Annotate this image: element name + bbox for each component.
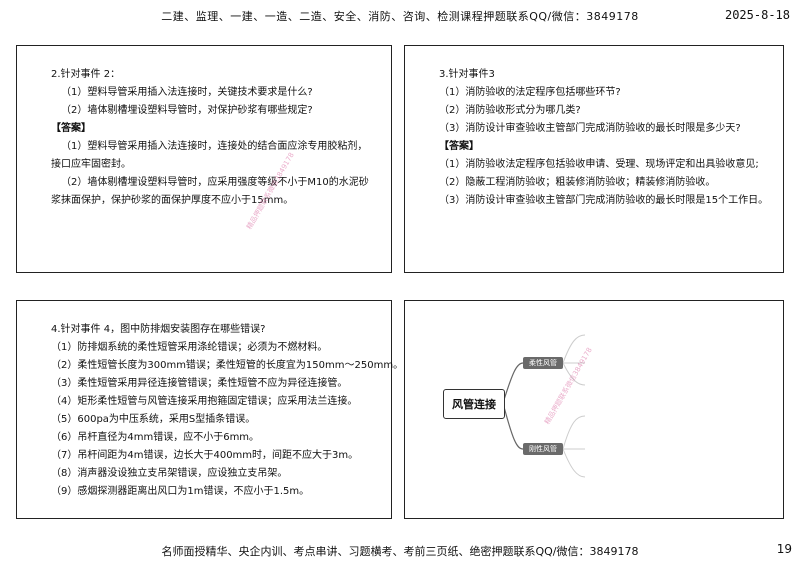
mind-map-center-node: 风管连接 — [443, 389, 505, 419]
mind-map-node-rigid: 刚性风管 — [523, 443, 563, 455]
slide-panel-event-4: 4.针对事件 4，图中防排烟安装图存在哪些错误? （1）防排烟系统的柔性短管采用… — [16, 300, 404, 519]
panel-text: 4.针对事件 4，图中防排烟安装图存在哪些错误? （1）防排烟系统的柔性短管采用… — [51, 321, 404, 501]
question-heading: 2.针对事件 2： — [51, 69, 121, 80]
mind-map-connectors — [502, 334, 586, 478]
question-heading: 3.针对事件3 — [439, 69, 495, 80]
question-item: （2）消防验收形式分为哪几类? — [439, 105, 581, 116]
slide-panel-event-3: 3.针对事件3 （1）消防验收的法定程序包括哪些环节? （2）消防验收形式分为哪… — [404, 45, 784, 273]
question-item: （1）塑料导管采用插入法连接时，关键技术要求是什么? — [61, 87, 313, 98]
answer-item: （7）吊杆间距为4m错误，边长大于400mm时，间距不应大于3m。 — [51, 450, 359, 461]
page-number: 19 — [776, 542, 792, 556]
answer-item: （3）消防设计审查验收主管部门完成消防验收的最长时限是15个工作日。 — [439, 195, 769, 206]
question-item: （1）消防验收的法定程序包括哪些环节? — [439, 87, 621, 98]
answer-item: （1）塑料导管采用插入法连接时，连接处的结合面应涂专用胶粘剂，接口应牢固密封。 — [51, 141, 368, 170]
answer-item: （2）隐蔽工程消防验收；粗装修消防验收；精装修消防验收。 — [439, 177, 716, 188]
panel-text: 2.针对事件 2： （1）塑料导管采用插入法连接时，关键技术要求是什么? （2）… — [51, 66, 377, 210]
question-heading: 4.针对事件 4，图中防排烟安装图存在哪些错误? — [51, 324, 266, 335]
answer-item: （6）吊杆直径为4mm错误，应不小于6mm。 — [51, 432, 260, 443]
answer-item: （1）防排烟系统的柔性短管采用涤纶错误；必须为不燃材料。 — [51, 342, 328, 353]
slide-panel-event-2: 2.针对事件 2： （1）塑料导管采用插入法连接时，关键技术要求是什么? （2）… — [16, 45, 392, 273]
header-text: 二建、监理、一建、一造、二造、安全、消防、咨询、检测课程押题联系QQ/微信：38… — [161, 10, 639, 23]
slide-panel-mind-map: 风管连接 柔性风管 刚性风管 精品押题联系微信3849178 — [404, 300, 784, 519]
answer-item: （2）柔性短管长度为300mm错误；柔性短管的长度宜为150mm～250mm。 — [51, 360, 404, 371]
answer-item: （5）600pa为中压系统，采用S型插条错误。 — [51, 414, 256, 425]
header-date: 2025-8-18 — [724, 8, 790, 22]
answer-item: （4）矩形柔性短管与风管连接采用抱箍固定错误；应采用法兰连接。 — [51, 396, 358, 407]
question-item: （3）消防设计审查验收主管部门完成消防验收的最长时限是多少天? — [439, 123, 741, 134]
answer-item: （9）感烟探测器距离出风口为1m错误，不应小于1.5m。 — [51, 486, 310, 497]
answer-item: （1）消防验收法定程序包括验收申请、受理、现场评定和出具验收意见; — [439, 159, 759, 170]
footer-text: 名师面授精华、央企内训、考点串讲、习题横考、考前三页纸、绝密押题联系QQ/微信：… — [161, 545, 639, 558]
answer-item: （2）墙体剔槽埋设塑料导管时，应采用强度等级不小于M10的水泥砂浆抹面保护，保护… — [51, 177, 369, 206]
answer-item: （3）柔性短管采用异径连接管错误；柔性短管不应为异径连接管。 — [51, 378, 348, 389]
answer-label: 【答案】 — [439, 141, 479, 152]
answer-label: 【答案】 — [51, 123, 91, 134]
question-item: （2）墙体剔槽埋设塑料导管时，对保护砂浆有哪些规定? — [61, 105, 313, 116]
panel-text: 3.针对事件3 （1）消防验收的法定程序包括哪些环节? （2）消防验收形式分为哪… — [439, 66, 769, 210]
answer-item: （8）消声器没设独立支吊架错误，应设独立支吊架。 — [51, 468, 288, 479]
mind-map-node-flexible: 柔性风管 — [523, 357, 563, 369]
